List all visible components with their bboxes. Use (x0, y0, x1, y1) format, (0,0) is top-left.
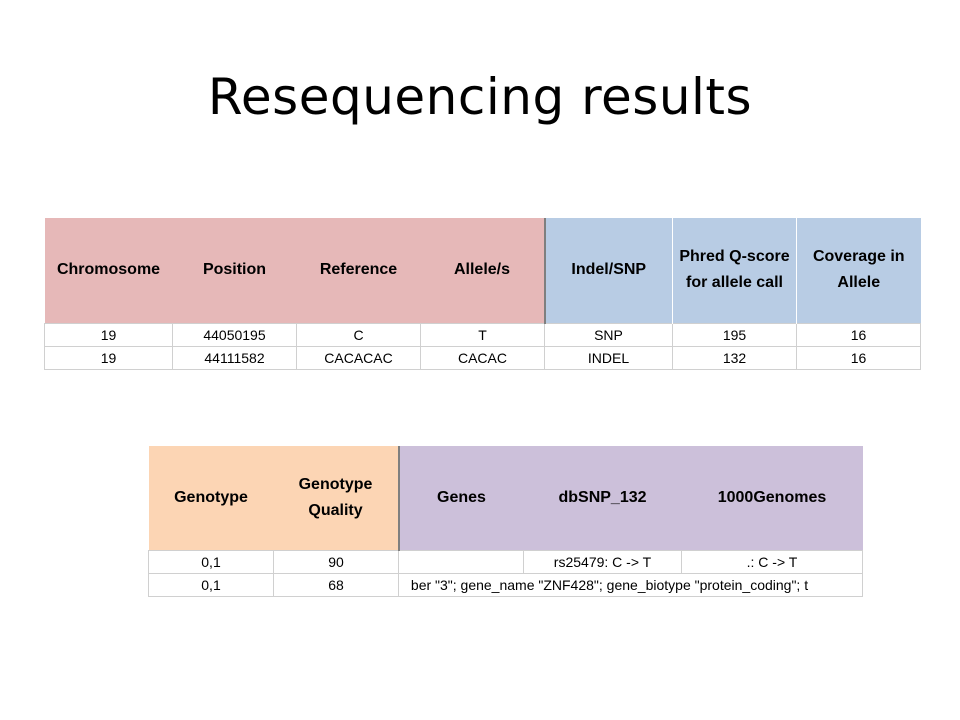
header-1000genomes: 1000Genomes (681, 446, 863, 550)
cell-coverage: 16 (796, 322, 921, 347)
header-alleles: Allele/s (420, 218, 545, 323)
cell-reference: C (296, 322, 421, 347)
cell-dbsnp: rs25479: C -> T (523, 549, 682, 574)
cell-coverage: 16 (796, 345, 921, 370)
header-phred-q-score: Phred Q-score for allele call (672, 218, 797, 323)
cell-genotype-quality: 90 (273, 549, 399, 574)
resequencing-variants-table: Chromosome Position Reference Allele/s I… (44, 218, 921, 370)
genes-overflow-text: ber "3"; gene_name "ZNF428"; gene_biotyp… (410, 576, 809, 593)
cell-alleles: T (420, 322, 545, 347)
header-dbsnp-132: dbSNP_132 (523, 446, 682, 550)
header-reference: Reference (296, 218, 421, 323)
header-position: Position (172, 218, 297, 323)
table-row: 0,1 90 rs25479: C -> T .: C -> T (148, 549, 863, 574)
cell-genes (398, 549, 524, 574)
header-genotype-quality: Genotype Quality (273, 446, 399, 550)
cell-position: 44111582 (172, 345, 297, 370)
cell-indel-snp: INDEL (544, 345, 673, 370)
header-genotype: Genotype (148, 446, 274, 550)
cell-genes-overflow: ber "3"; gene_name "ZNF428"; gene_biotyp… (398, 572, 863, 597)
header-coverage-in-allele: Coverage in Allele (796, 218, 921, 323)
table2-header-row: Genotype Genotype Quality Genes dbSNP_13… (148, 446, 863, 550)
cell-phred-q-score: 195 (672, 322, 797, 347)
header-indel-snp: Indel/SNP (543, 218, 673, 323)
genotype-annotation-table: Genotype Genotype Quality Genes dbSNP_13… (148, 446, 863, 597)
cell-genotype-quality: 68 (273, 572, 399, 597)
header-genes: Genes (397, 446, 524, 550)
table1-header-row: Chromosome Position Reference Allele/s I… (44, 218, 921, 323)
cell-alleles: CACAC (420, 345, 545, 370)
slide-title: Resequencing results (207, 68, 753, 126)
cell-genotype: 0,1 (148, 572, 274, 597)
cell-phred-q-score: 132 (672, 345, 797, 370)
table-row: 0,1 68 ber "3"; gene_name "ZNF428"; gene… (148, 572, 863, 597)
cell-chromosome: 19 (44, 322, 173, 347)
table-row: 19 44050195 C T SNP 195 16 (44, 322, 921, 347)
cell-1000genomes: .: C -> T (681, 549, 863, 574)
cell-chromosome: 19 (44, 345, 173, 370)
cell-genotype: 0,1 (148, 549, 274, 574)
cell-reference: CACACAC (296, 345, 421, 370)
header-chromosome: Chromosome (44, 218, 173, 323)
table-row: 19 44111582 CACACAC CACAC INDEL 132 16 (44, 345, 921, 370)
cell-indel-snp: SNP (544, 322, 673, 347)
cell-position: 44050195 (172, 322, 297, 347)
